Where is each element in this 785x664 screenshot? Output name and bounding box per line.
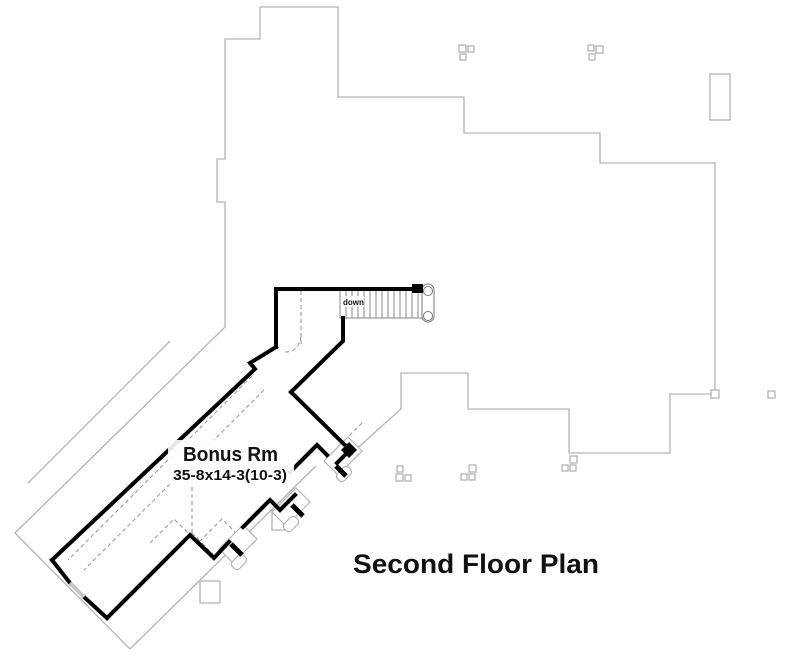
stair-rail-curl xyxy=(423,311,433,321)
window-sash xyxy=(229,542,244,557)
wall-southwest-end xyxy=(49,557,73,586)
room-dimensions-label: 35-8x14-3(10-3) xyxy=(173,467,287,484)
wall-northeast-return xyxy=(288,316,345,395)
vent-cluster xyxy=(561,455,578,472)
window-sash xyxy=(334,464,348,478)
footprint-eave-line xyxy=(27,340,171,484)
room-label-backing xyxy=(168,440,294,484)
vent-cluster xyxy=(460,464,477,481)
window-gap xyxy=(68,581,86,599)
footprint-top xyxy=(260,6,716,390)
labels: Bonus Rm 35-8x14-3(10-3) Second Floor Pl… xyxy=(168,440,599,579)
ceiling-zigzag xyxy=(149,518,247,544)
window-bay xyxy=(218,524,258,564)
footprint-left xyxy=(14,7,261,650)
ceiling-line xyxy=(67,375,253,561)
wall-southeast-stepped xyxy=(287,442,330,475)
bonus-room-walls xyxy=(49,287,414,621)
door-swing-arc xyxy=(282,335,302,353)
footprint-right-lower xyxy=(352,372,712,454)
stair-direction-label: down xyxy=(343,298,364,307)
stair-landing-post xyxy=(412,284,423,293)
stair-label-backing xyxy=(341,296,364,307)
vent-cluster xyxy=(587,44,604,61)
plan-title: Second Floor Plan xyxy=(353,549,599,579)
roof-tab xyxy=(199,580,221,604)
corner-post-symbol xyxy=(710,389,720,399)
wall-northwest xyxy=(49,344,279,563)
wall-southeast-stepped xyxy=(240,492,298,530)
footprint-lower-diagonal xyxy=(129,465,317,650)
window-bay-sill xyxy=(230,553,248,571)
window-sash xyxy=(290,503,305,518)
vent-cluster xyxy=(395,465,412,482)
staircase: down xyxy=(339,283,435,323)
wall-northeast-out xyxy=(288,389,352,452)
ceiling-break-lines xyxy=(67,291,363,571)
wall-corner-block xyxy=(341,442,357,458)
room-name-label: Bonus Rm xyxy=(183,444,278,466)
vent-cluster xyxy=(458,44,475,61)
stair-rail-curl xyxy=(423,286,433,296)
footprint-outline xyxy=(14,6,776,650)
wall-southwest-end xyxy=(81,594,110,621)
chimney-symbol xyxy=(709,73,731,121)
post-symbol xyxy=(767,390,776,399)
wall-southeast-stepped xyxy=(104,532,232,621)
window-bay-sill xyxy=(282,515,300,533)
ceiling-line xyxy=(191,532,214,555)
window-sashes xyxy=(229,464,348,557)
